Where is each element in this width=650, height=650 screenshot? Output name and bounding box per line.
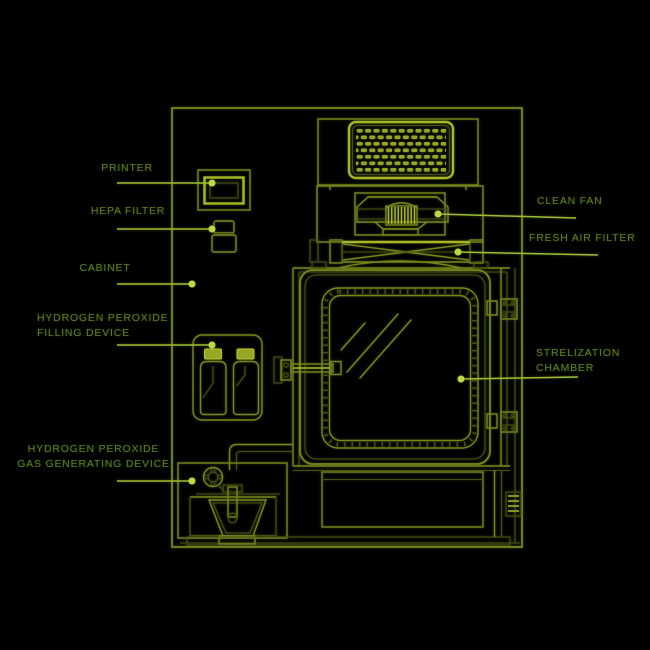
fan-motor-ribs <box>387 207 416 224</box>
label-sterilization-chamber: STRELIZATION CHAMBER <box>536 346 620 376</box>
label-printer: PRINTER <box>101 162 153 174</box>
door-hinge-bottom <box>486 411 518 433</box>
bottle-cap <box>204 348 222 360</box>
dot-fresh-air-filter <box>454 248 462 256</box>
gas-generator-drawing <box>177 443 293 545</box>
hepa-filter-drawing <box>211 220 237 253</box>
chamber-door <box>299 269 491 465</box>
label-line: FILLING DEVICE <box>37 327 130 339</box>
key-grid-vent <box>356 128 446 173</box>
dot-cabinet <box>188 280 196 288</box>
bottle-cap <box>236 348 255 360</box>
label-h2o2-filling-device: HYDROGEN PEROXIDE FILLING DEVICE <box>37 311 168 341</box>
filling-device-drawing <box>192 334 263 421</box>
side-grill <box>508 495 519 512</box>
cabinet-outline <box>171 107 523 548</box>
dot-printer <box>208 179 216 187</box>
door-hinge-top <box>486 298 518 320</box>
leader-clean-fan <box>437 213 577 219</box>
label-hepa-filter: HEPA FILTER <box>90 205 166 217</box>
callouts <box>117 179 599 485</box>
dot-gas-generator <box>188 477 196 485</box>
door-latch <box>273 356 342 384</box>
leader-sterilization-chamber <box>460 376 579 380</box>
label-line: HYDROGEN PEROXIDE <box>37 312 169 324</box>
bottle <box>232 360 260 416</box>
control-panel-drawing <box>317 118 479 190</box>
label-cabinet: CABINET <box>79 262 131 274</box>
label-clean-fan: CLEAN FAN <box>537 195 603 207</box>
label-h2o2-gas-generating-device: HYDROGEN PEROXIDE GAS GENERATING DEVICE <box>16 442 171 472</box>
valve-wheel <box>202 466 225 492</box>
printer-drawing <box>197 169 251 211</box>
label-fresh-air-filter: FRESH AIR FILTER <box>529 232 636 244</box>
label-line: STRELIZATION <box>536 347 621 359</box>
leader-fresh-air-filter <box>457 251 599 256</box>
dot-hepa-filter <box>208 225 216 233</box>
dot-filling-device <box>208 341 216 349</box>
label-line: HYDROGEN PEROXIDE <box>27 443 160 455</box>
dot-clean-fan <box>434 210 442 218</box>
label-line: GAS GENERATING DEVICE <box>17 458 170 470</box>
label-line: CHAMBER <box>536 362 595 374</box>
base-assembly-drawing <box>186 465 522 546</box>
glass-reflection <box>340 313 412 379</box>
bottle <box>199 360 227 416</box>
dot-sterilization-chamber <box>457 375 465 383</box>
door-gasket-ticks <box>323 289 477 447</box>
vapor-pipe <box>228 443 293 470</box>
sterilization-chamber-drawing <box>273 260 518 466</box>
